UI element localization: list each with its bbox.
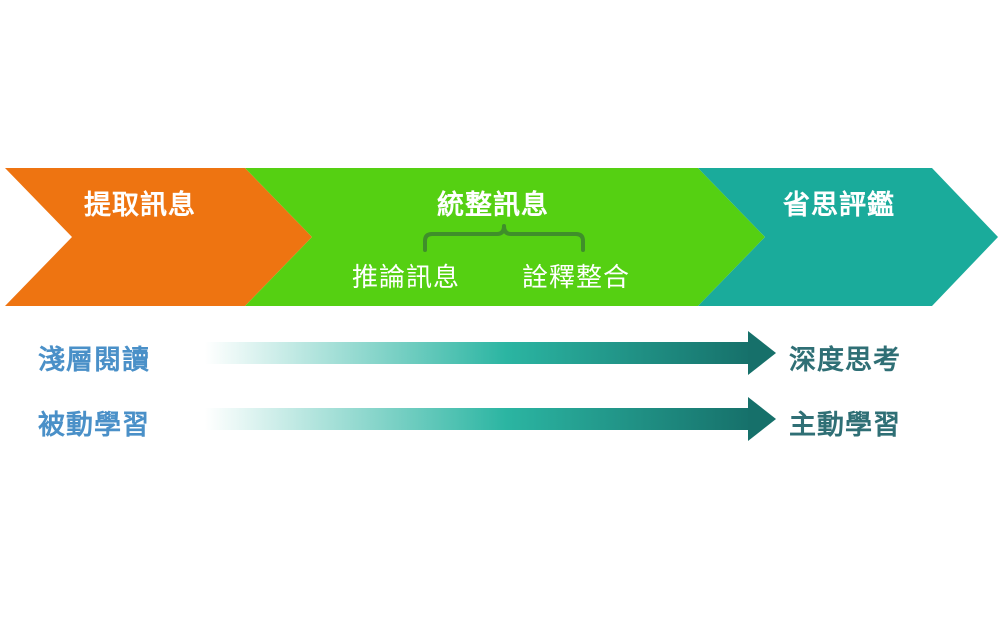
row-1-to-label: 深度思考 [789, 345, 901, 376]
row-1-from-label: 淺層閱讀 [38, 345, 150, 376]
stage-2-title: 統整訊息 [437, 190, 549, 221]
stage-2-chevron [245, 168, 765, 306]
sub-label-infer: 推論訊息 [352, 263, 461, 293]
stage-3-chevron [698, 168, 998, 306]
stage-3-title: 省思評鑑 [783, 190, 895, 221]
sub-bracket [423, 224, 585, 252]
sub-label-interpret: 詮釋整合 [522, 263, 631, 293]
row-2-to-label: 主動學習 [789, 410, 901, 441]
stage-1-chevron [5, 168, 312, 306]
stage-1-title: 提取訊息 [84, 190, 196, 221]
arrow-row-1 [205, 331, 776, 375]
row-2-from-label: 被動學習 [38, 410, 150, 441]
arrow-row-2 [205, 397, 776, 441]
